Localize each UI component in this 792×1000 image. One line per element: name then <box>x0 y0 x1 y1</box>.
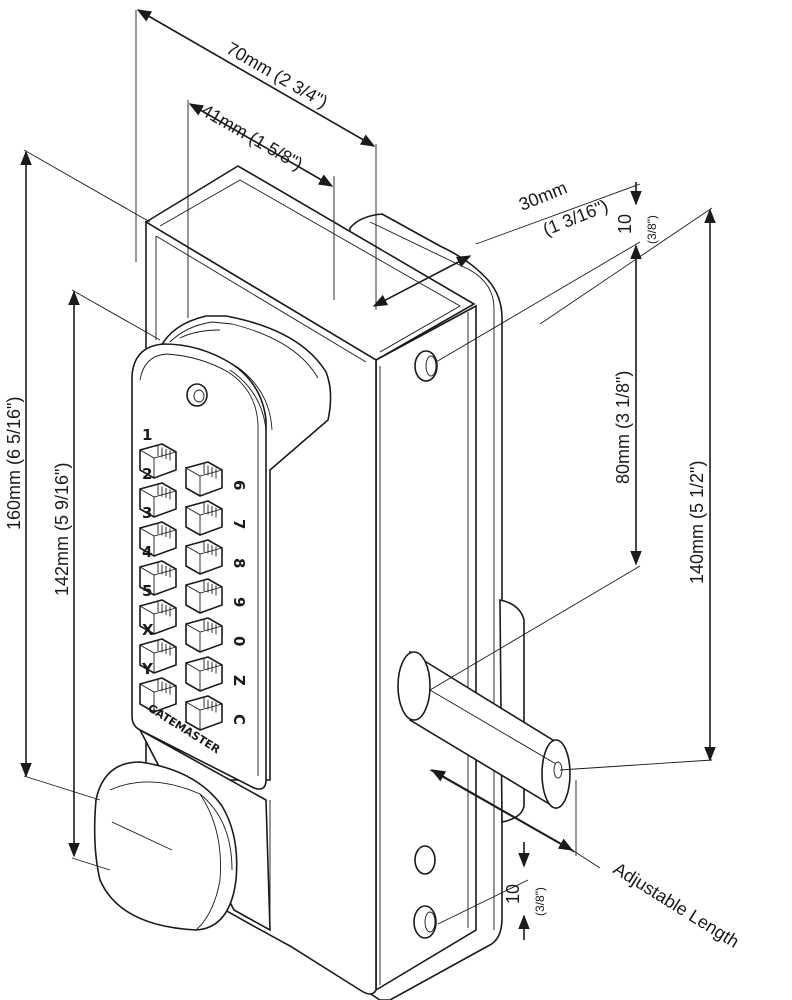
bolt <box>397 599 571 823</box>
keypad-key-8[interactable] <box>185 539 223 575</box>
screw-hole <box>186 383 208 407</box>
keypad-key-Y[interactable] <box>139 677 177 713</box>
keypad-key-X[interactable] <box>139 638 177 674</box>
keypad-key-C[interactable] <box>185 695 223 731</box>
label-top-offset-mm: 10 <box>615 214 635 234</box>
label-top-offset-in: (3/8") <box>645 215 659 244</box>
key-label-8: 8 <box>230 558 248 568</box>
keypad-key-1[interactable] <box>139 443 177 479</box>
key-label-6: 6 <box>230 480 248 490</box>
keypad-key-3[interactable] <box>139 521 177 557</box>
keypad-key-2[interactable] <box>139 482 177 518</box>
dimension-lines <box>20 9 716 940</box>
dim-line-bolt-length <box>430 769 574 851</box>
key-label-2: 2 <box>142 465 152 483</box>
label-bolt-length: Adjustable Length <box>610 858 743 951</box>
key-label-Z: Z <box>230 675 248 686</box>
keypad-key-6[interactable] <box>185 461 223 497</box>
keypad-key-Z[interactable] <box>185 656 223 692</box>
turn-knob <box>93 728 271 932</box>
keypad-key-9[interactable] <box>185 578 223 614</box>
key-label-7: 7 <box>230 519 248 529</box>
mount-hole-middle <box>414 845 436 875</box>
mount-hole-top <box>414 350 438 382</box>
dim-line-width-total <box>136 9 376 147</box>
label-hole-spacing: 80mm (3 1/8") <box>613 371 633 484</box>
side-face <box>375 304 477 992</box>
key-label-5: 5 <box>142 582 152 600</box>
key-label-0: 0 <box>230 636 248 646</box>
key-label-3: 3 <box>142 504 152 522</box>
key-label-4: 4 <box>142 543 152 561</box>
label-bottom-offset-mm: 10 <box>503 884 523 904</box>
keypad-key-7[interactable] <box>185 500 223 536</box>
keypad-keys: 1 2 3 4 5X Y 6 7 8 9 0Z C <box>139 426 248 731</box>
label-width-keypad: 41mm (1 5/8") <box>198 100 306 174</box>
dim-line-depth <box>372 255 472 307</box>
keypad-key-0[interactable] <box>185 617 223 653</box>
mount-hole-bottom <box>413 905 437 939</box>
label-height-keypad: 142mm (5 9/16") <box>52 463 72 596</box>
label-width-total: 70mm (2 3/4") <box>223 38 331 112</box>
key-label-C: C <box>230 714 248 725</box>
label-height-total: 160mm (6 5/16") <box>4 397 24 530</box>
keypad-key-5[interactable] <box>139 599 177 635</box>
key-label-X: X <box>142 621 154 639</box>
label-depth: 30mm <box>516 177 570 214</box>
keypad-key-4[interactable] <box>139 560 177 596</box>
key-label-1: 1 <box>142 426 152 444</box>
label-bolt-height: 140mm (5 1/2") <box>687 461 707 584</box>
key-label-9: 9 <box>230 597 248 607</box>
dim-line-width-keypad <box>188 103 334 187</box>
label-bottom-offset-in: (3/8") <box>533 887 547 916</box>
key-label-Y: Y <box>141 660 154 678</box>
